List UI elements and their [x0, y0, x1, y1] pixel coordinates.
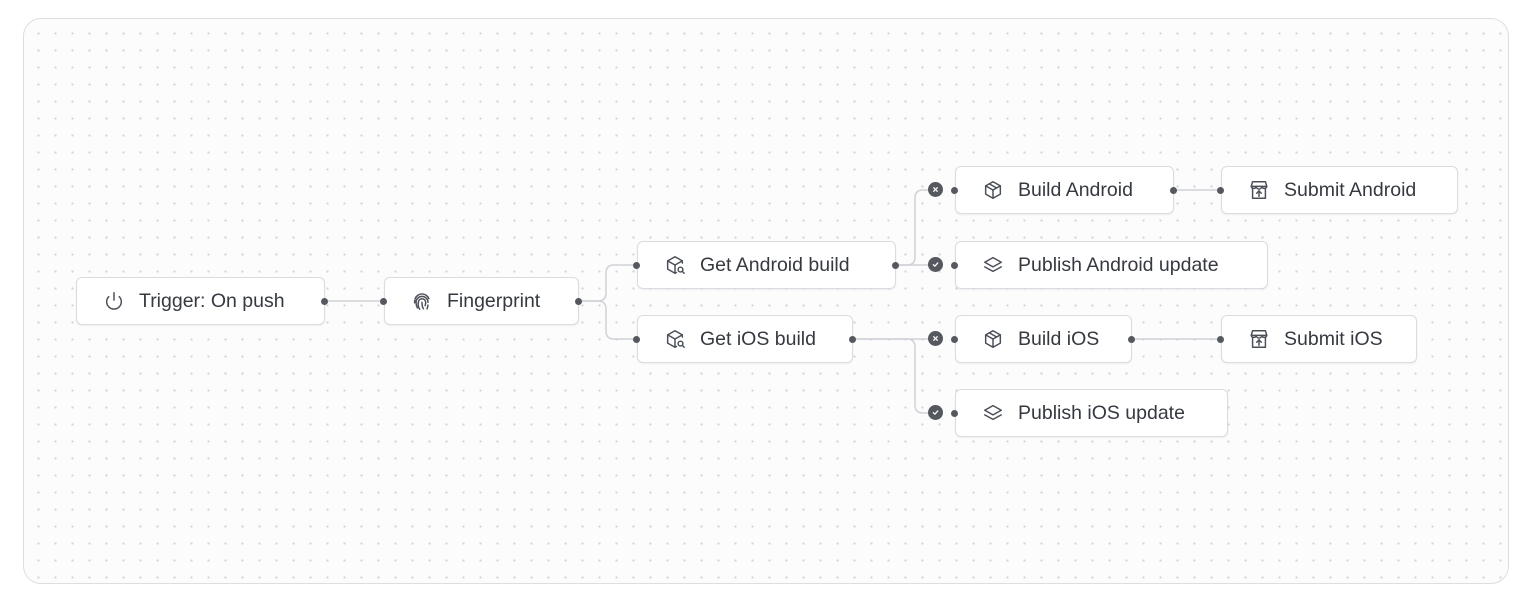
node-get-ios-build[interactable]: Get iOS build	[637, 315, 853, 363]
node-label: Publish iOS update	[1018, 401, 1185, 424]
node-label: Submit Android	[1284, 178, 1417, 201]
node-label: Fingerprint	[447, 289, 541, 312]
power-icon	[103, 290, 125, 312]
package-icon	[982, 328, 1004, 350]
package-search-icon	[664, 328, 686, 350]
node-label: Build Android	[1018, 178, 1133, 201]
node-label: Build iOS	[1018, 327, 1100, 350]
port-get-ios-in[interactable]	[633, 336, 640, 343]
store-upload-icon	[1248, 179, 1270, 201]
port-get-android-out[interactable]	[892, 262, 899, 269]
port-build-ios-out[interactable]	[1128, 336, 1135, 343]
node-trigger[interactable]: Trigger: On push	[76, 277, 325, 325]
node-label: Trigger: On push	[139, 289, 285, 312]
node-build-android[interactable]: Build Android	[955, 166, 1174, 214]
fingerprint-icon	[411, 290, 433, 312]
status-skipped-icon	[928, 182, 943, 197]
port-get-android-in[interactable]	[633, 262, 640, 269]
port-build-android-in[interactable]	[951, 187, 958, 194]
node-submit-ios[interactable]: Submit iOS	[1221, 315, 1417, 363]
node-label: Submit iOS	[1284, 327, 1383, 350]
node-label: Get Android build	[700, 253, 850, 276]
layers-icon	[982, 254, 1004, 276]
port-publish-android-in[interactable]	[951, 262, 958, 269]
status-skipped-icon	[928, 331, 943, 346]
port-build-android-out[interactable]	[1170, 187, 1177, 194]
port-fingerprint-in[interactable]	[380, 298, 387, 305]
node-fingerprint[interactable]: Fingerprint	[384, 277, 579, 325]
port-submit-ios-in[interactable]	[1217, 336, 1224, 343]
port-fingerprint-out[interactable]	[575, 298, 582, 305]
node-get-android-build[interactable]: Get Android build	[637, 241, 896, 289]
node-label: Get iOS build	[700, 327, 816, 350]
port-publish-ios-in[interactable]	[951, 410, 958, 417]
node-submit-android[interactable]: Submit Android	[1221, 166, 1458, 214]
node-publish-android-update[interactable]: Publish Android update	[955, 241, 1268, 289]
package-icon	[982, 179, 1004, 201]
status-success-icon	[928, 257, 943, 272]
node-build-ios[interactable]: Build iOS	[955, 315, 1132, 363]
workflow-canvas[interactable]	[23, 18, 1509, 584]
port-trigger-out[interactable]	[321, 298, 328, 305]
layers-icon	[982, 402, 1004, 424]
store-upload-icon	[1248, 328, 1270, 350]
port-submit-android-in[interactable]	[1217, 187, 1224, 194]
status-success-icon	[928, 405, 943, 420]
package-search-icon	[664, 254, 686, 276]
port-get-ios-out[interactable]	[849, 336, 856, 343]
port-build-ios-in[interactable]	[951, 336, 958, 343]
node-label: Publish Android update	[1018, 253, 1219, 276]
node-publish-ios-update[interactable]: Publish iOS update	[955, 389, 1228, 437]
